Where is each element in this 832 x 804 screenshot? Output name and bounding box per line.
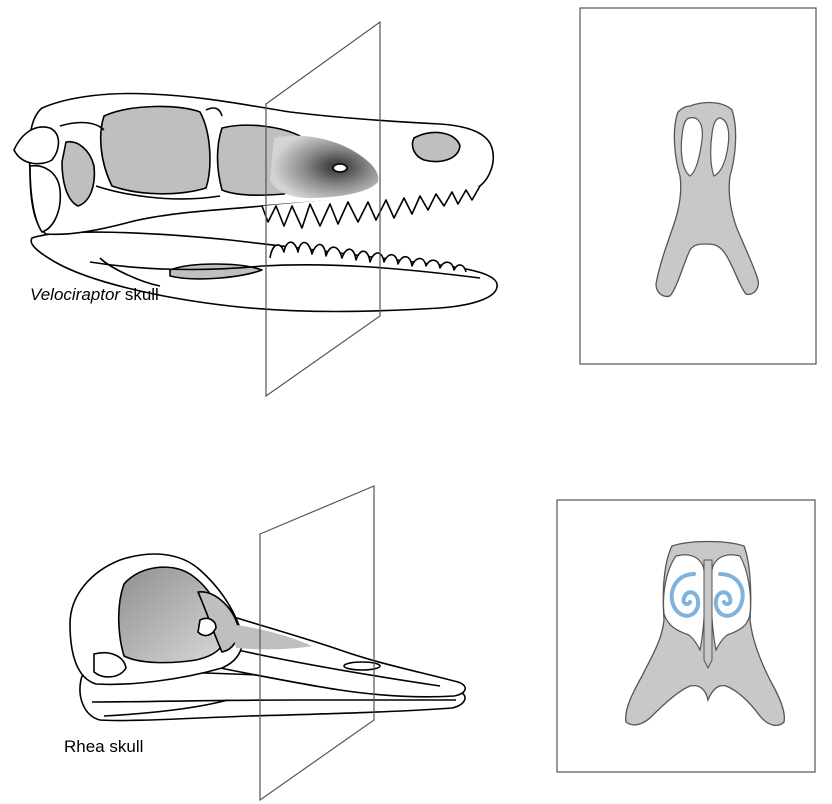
velociraptor-occipital (14, 127, 59, 164)
rhea-palatine (198, 618, 216, 635)
velociraptor-temporal-fenestra (101, 106, 210, 193)
rhea-skull (70, 554, 465, 721)
velociraptor-external-naris (412, 132, 460, 161)
velociraptor-nostril-inner (333, 164, 347, 172)
rhea-label: Rhea skull (64, 737, 143, 756)
velociraptor-label: Velociraptor skull (30, 285, 159, 304)
rhea-septum (704, 560, 712, 668)
velociraptor-skull (14, 94, 497, 312)
